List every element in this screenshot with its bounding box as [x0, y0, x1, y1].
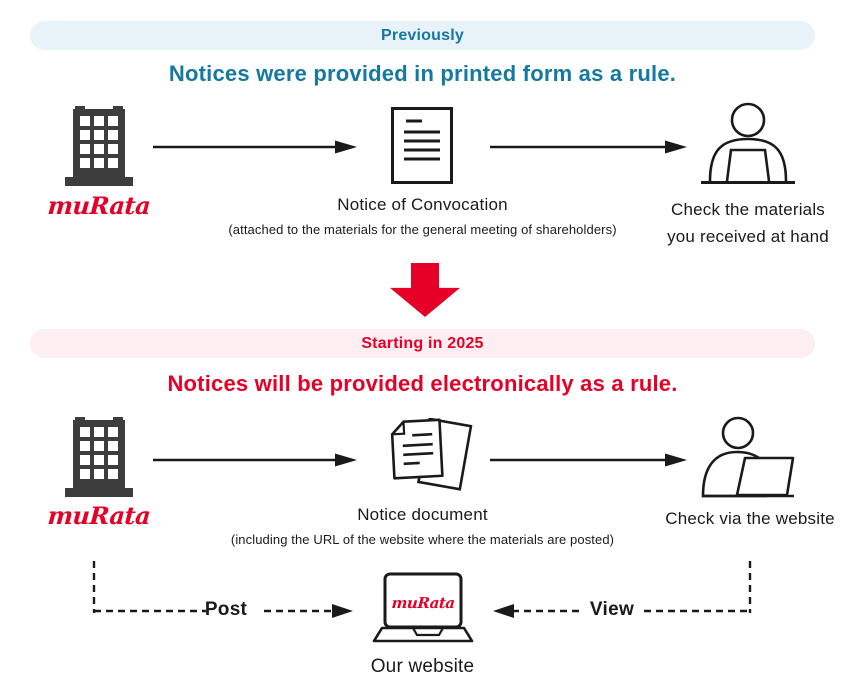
receiver-label: Check the materials you received at hand	[623, 196, 845, 250]
dashed-arrow-view-icon	[493, 604, 584, 618]
dashed-line-view-right	[644, 609, 752, 613]
person-at-desk-icon	[701, 102, 795, 184]
view-label: View	[589, 599, 635, 620]
company-building-icon	[65, 417, 133, 497]
starting-2025-banner: Starting in 2025	[30, 329, 815, 358]
arrow-right-icon	[153, 453, 357, 467]
arrow-right-icon	[153, 140, 357, 154]
previous-heading: Notices were provided in printed form as…	[168, 61, 677, 86]
arrow-right-icon	[490, 453, 687, 467]
previously-banner-label: Previously	[381, 26, 464, 44]
dashed-arrow-post-icon	[264, 604, 353, 618]
document-label: Notice document	[357, 505, 488, 524]
document-note: (including the URL of the website where …	[230, 532, 615, 547]
starting-2025-banner-label: Starting in 2025	[361, 334, 484, 352]
current-heading: Notices will be provided electronically …	[167, 371, 678, 396]
post-label: Post	[204, 599, 248, 620]
person-with-laptop-icon	[701, 416, 795, 498]
laptop-icon	[372, 572, 474, 643]
website-murata-logo: muRata	[391, 594, 456, 612]
arrow-right-icon	[490, 140, 687, 154]
convocation-document-icon	[391, 107, 453, 184]
previously-banner: Previously	[30, 21, 815, 50]
document-label: Notice of Convocation	[337, 195, 508, 214]
notice-documents-icon	[390, 418, 473, 491]
receiver-label-line2: you received at hand	[667, 227, 829, 246]
dashed-line-vertical-right	[748, 561, 752, 613]
document-note: (attached to the materials for the gener…	[228, 222, 617, 237]
transition-down-arrow-icon	[390, 263, 460, 317]
our-website-label: Our website	[370, 656, 475, 677]
dashed-line-vertical-left	[92, 561, 96, 613]
dashed-line-post-left	[94, 609, 206, 613]
company-building-icon	[65, 106, 133, 186]
receiver-label-line1: Check the materials	[670, 200, 826, 219]
receiver-label: Check via the website	[665, 509, 835, 528]
